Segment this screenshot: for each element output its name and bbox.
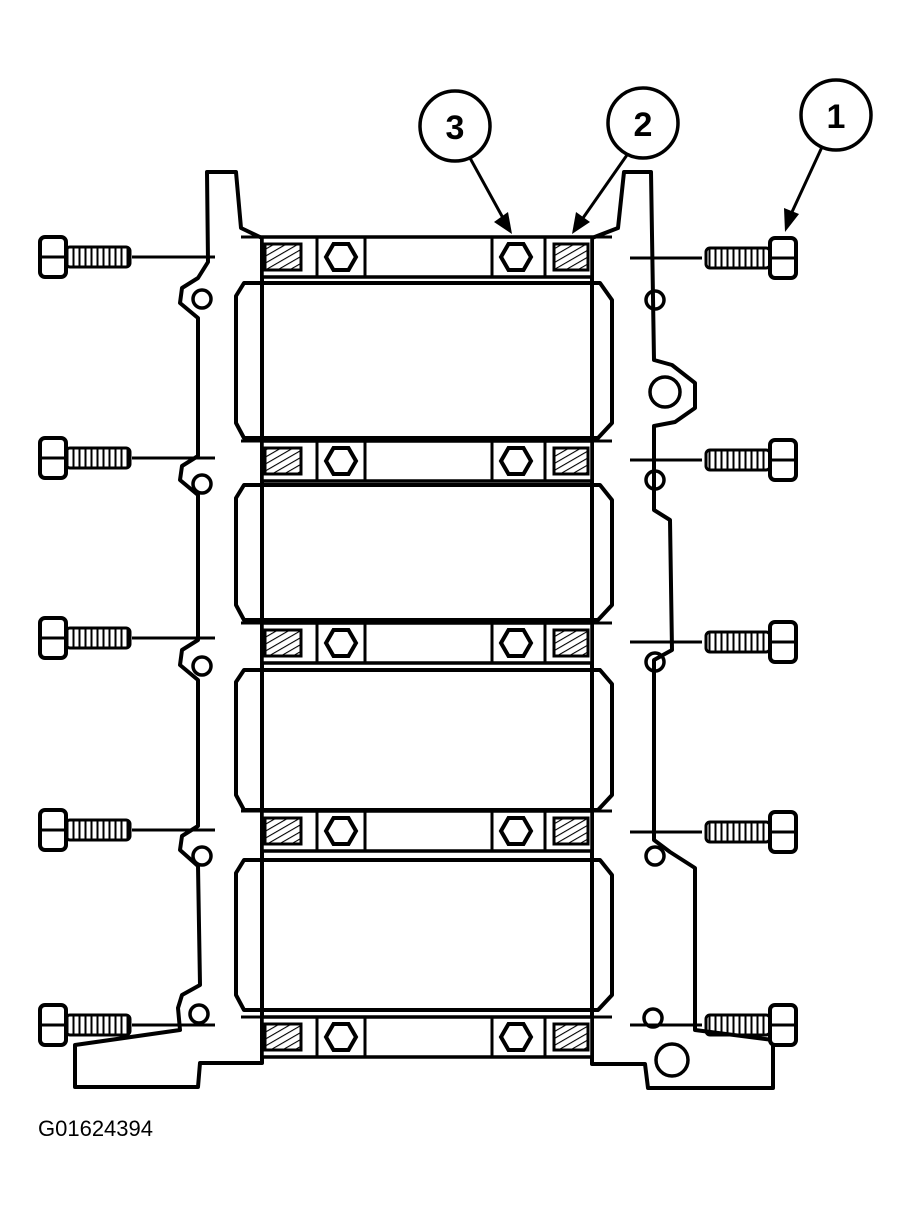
- cap-bolt-hex-right: [498, 446, 534, 476]
- cap-bolt-hex-left: [323, 446, 359, 476]
- side-bolt-left-3: [38, 616, 215, 660]
- seal-hatched-left: [263, 242, 303, 272]
- bearing-cap-row-1: [241, 235, 612, 279]
- cap-bolt-hex-right: [498, 816, 534, 846]
- bearing-cap-row-3: [241, 621, 612, 665]
- bearing-cap-rows: [241, 235, 612, 1059]
- seal-hatched-left: [263, 446, 303, 476]
- side-bolts: [38, 235, 798, 1047]
- bolt-thread: [64, 245, 132, 269]
- bolt-thread: [704, 630, 772, 654]
- bearing-cap: [260, 235, 594, 279]
- cap-bolt-hex-right: [498, 1022, 534, 1052]
- cap-bolt-hex-left: [323, 1022, 359, 1052]
- cap-bolt-hex-left: [323, 628, 359, 658]
- boss-hole: [648, 375, 682, 409]
- dowel-hole: [191, 845, 213, 867]
- dowel-hole: [644, 469, 666, 491]
- callout-2-arrowhead: [572, 212, 590, 234]
- bolt-thread: [64, 818, 132, 842]
- cap-bolt-hex-left: [323, 242, 359, 272]
- dowel-hole: [644, 845, 666, 867]
- callout-3-number: 3: [446, 109, 465, 147]
- callout-3: 3: [418, 89, 512, 234]
- callout-2: 2: [572, 86, 680, 234]
- callout-3-circle: [418, 89, 492, 163]
- callout-2-number: 2: [634, 106, 653, 144]
- cap-bolt-hex-left: [323, 816, 359, 846]
- cap-bolt-hex-right: [498, 242, 534, 272]
- callout-2-leader: [581, 154, 629, 219]
- seal-hatched-right: [552, 628, 590, 658]
- callout-1-number: 1: [827, 98, 846, 136]
- callout-3-leader: [468, 157, 505, 219]
- seal-hatched-right: [552, 816, 590, 846]
- cap-bolt-hex-right: [498, 628, 534, 658]
- figure-id: G01624394: [38, 1116, 153, 1141]
- seal-hatched-left: [263, 816, 303, 846]
- dowel-hole: [191, 473, 213, 495]
- bearing-cap-row-4: [241, 809, 612, 853]
- bolt-thread: [704, 246, 772, 270]
- callout-1-arrowhead: [784, 208, 799, 232]
- dowel-holes: [188, 288, 690, 1078]
- side-bolt-right-4: [630, 810, 798, 854]
- side-bolt-right-3: [630, 620, 798, 664]
- callout-3-arrowhead: [494, 212, 512, 234]
- seal-hatched-right: [552, 1022, 590, 1052]
- side-bolt-left-4: [38, 808, 215, 852]
- callout-1: 1: [784, 78, 873, 232]
- bearing-cap-row-5: [241, 1015, 612, 1059]
- side-bolt-right-1: [630, 236, 798, 280]
- dowel-hole: [191, 655, 213, 677]
- seal-hatched-right: [552, 446, 590, 476]
- bolt-thread: [64, 626, 132, 650]
- bolt-thread: [64, 1013, 132, 1037]
- side-bolt-right-2: [630, 438, 798, 482]
- callout-1-leader: [790, 146, 824, 213]
- seal-hatched-left: [263, 1022, 303, 1052]
- bearing-cap: [260, 809, 594, 853]
- bolt-thread: [704, 1013, 772, 1037]
- boss-hole: [654, 1042, 690, 1078]
- dowel-hole: [642, 1007, 664, 1029]
- bolt-thread: [704, 820, 772, 844]
- bearing-cap-row-2: [241, 439, 612, 483]
- side-bolt-left-5: [38, 1003, 215, 1047]
- bearing-cap: [260, 439, 594, 483]
- dowel-hole: [188, 1003, 210, 1025]
- seal-hatched-left: [263, 628, 303, 658]
- callout-1-circle: [799, 78, 873, 152]
- side-bolt-right-5: [630, 1003, 798, 1047]
- side-bolt-left-1: [38, 235, 215, 279]
- dowel-hole: [191, 288, 213, 310]
- callout-2-circle: [606, 86, 680, 160]
- side-bolt-left-2: [38, 436, 215, 480]
- bolt-thread: [64, 446, 132, 470]
- dowel-hole: [644, 289, 666, 311]
- bearing-cap: [260, 1015, 594, 1059]
- dowel-hole: [644, 651, 666, 673]
- seal-hatched-right: [552, 242, 590, 272]
- bolt-thread: [704, 448, 772, 472]
- bearing-cap: [260, 621, 594, 665]
